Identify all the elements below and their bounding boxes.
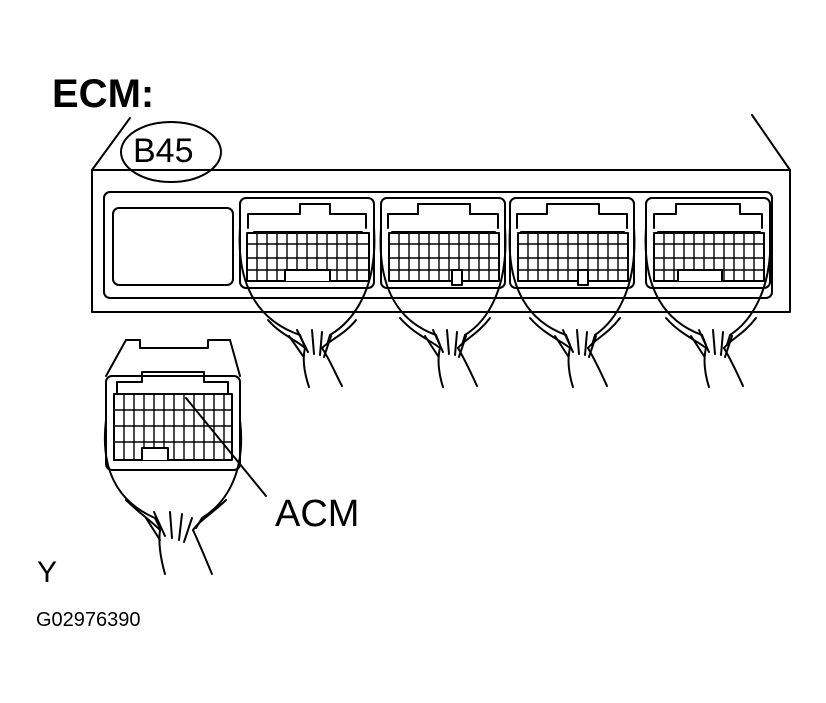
ecm-connector-3 [508, 197, 636, 388]
ecm-connector-4 [644, 197, 772, 388]
ecm-housing [91, 114, 791, 313]
ecm-connector-2 [379, 197, 507, 388]
acm-leader-line [185, 397, 267, 497]
connector-code-oval [120, 121, 222, 183]
corner-mark: Y [37, 556, 58, 589]
figure-id: G02976390 [36, 609, 141, 631]
acm-label: ACM [275, 493, 360, 535]
acm-connector [103, 339, 243, 575]
diagram-title: ECM: [52, 72, 155, 116]
ecm-blank-port [112, 207, 234, 286]
connector-code-label: B45 [133, 132, 194, 170]
ecm-connector-1 [238, 197, 376, 388]
